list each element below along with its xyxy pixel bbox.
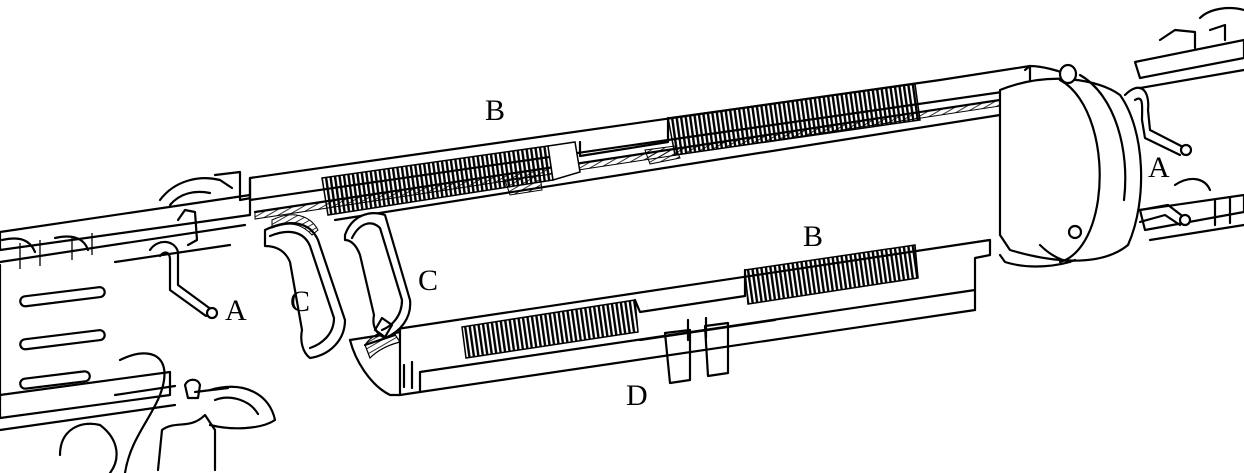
label-a-left: A	[225, 294, 247, 327]
label-d: D	[626, 379, 648, 412]
coil-b-top	[321, 83, 921, 216]
label-b-bottom: B	[803, 220, 823, 253]
coil-b-bottom	[461, 244, 919, 359]
label-c-right: C	[418, 264, 438, 297]
label-a-right: A	[1148, 151, 1170, 184]
label-b-top: B	[485, 94, 505, 127]
clamp-c-right	[343, 212, 412, 347]
port-d	[638, 316, 777, 385]
label-c-left: C	[290, 285, 310, 318]
handle-a-left	[148, 208, 230, 400]
left-beam-pipe	[0, 170, 277, 473]
clamp-c-left	[263, 214, 347, 360]
diagram-labels: A A B B C C D	[225, 94, 1170, 412]
right-flange	[998, 7, 1244, 268]
handle-a-right	[1123, 86, 1193, 227]
